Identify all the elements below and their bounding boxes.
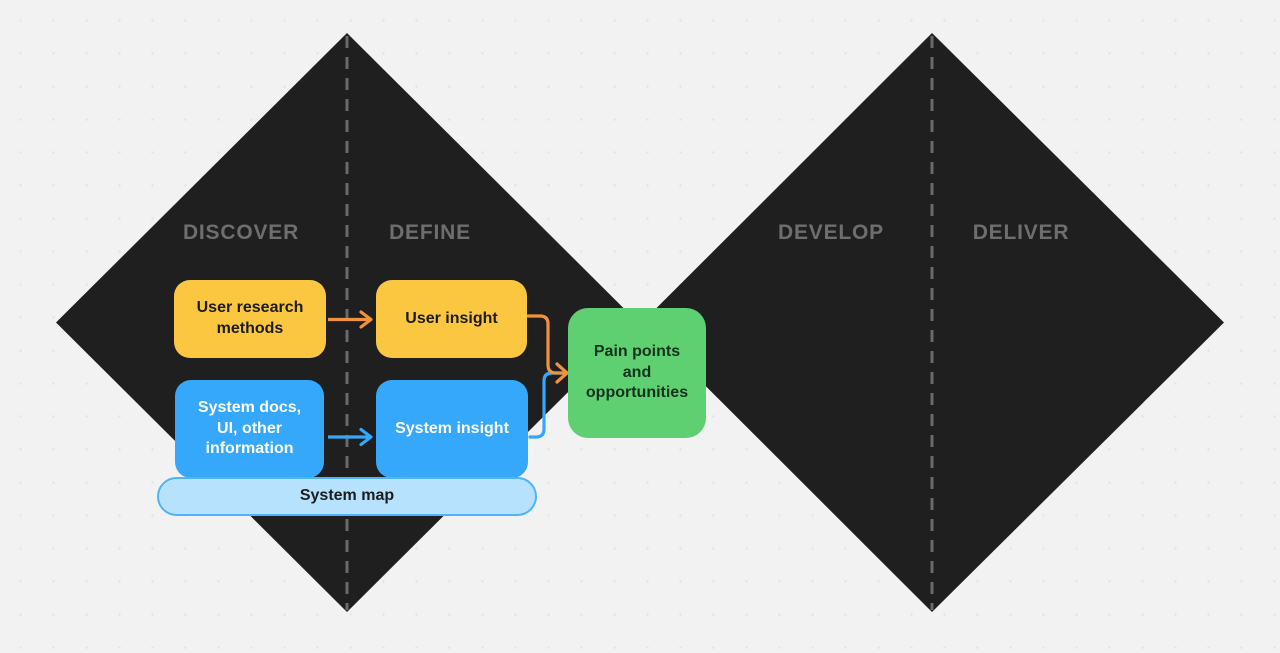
phase-label-develop: DEVELOP — [778, 221, 884, 244]
node-line: System insight — [395, 419, 509, 437]
node-line: UI, other — [217, 419, 282, 437]
node-line: System map — [299, 487, 395, 505]
node-line: User insight — [405, 309, 498, 327]
phase-label-define: DEFINE — [389, 221, 471, 244]
node-user-insight[interactable]: User insight — [376, 280, 527, 358]
node-line: System docs, — [197, 398, 302, 416]
node-pain-points[interactable]: Pain points and opportunities — [568, 308, 706, 438]
node-line: opportunities — [585, 384, 689, 402]
node-line: information — [205, 440, 294, 458]
phase-label-discover: DISCOVER — [182, 221, 300, 244]
node-line: and — [622, 363, 652, 381]
node-user-research-methods[interactable]: User research methods — [174, 280, 326, 358]
node-system-insight[interactable]: System insight — [376, 380, 528, 478]
node-system-map[interactable]: System map — [157, 477, 537, 516]
node-system-docs[interactable]: System docs, UI, other information — [175, 380, 324, 478]
phase-label-deliver: DELIVER — [972, 221, 1070, 244]
node-line: Pain points — [593, 342, 681, 360]
node-line: User research — [196, 299, 304, 317]
second-diamond — [642, 33, 1224, 612]
node-line: methods — [216, 320, 284, 337]
